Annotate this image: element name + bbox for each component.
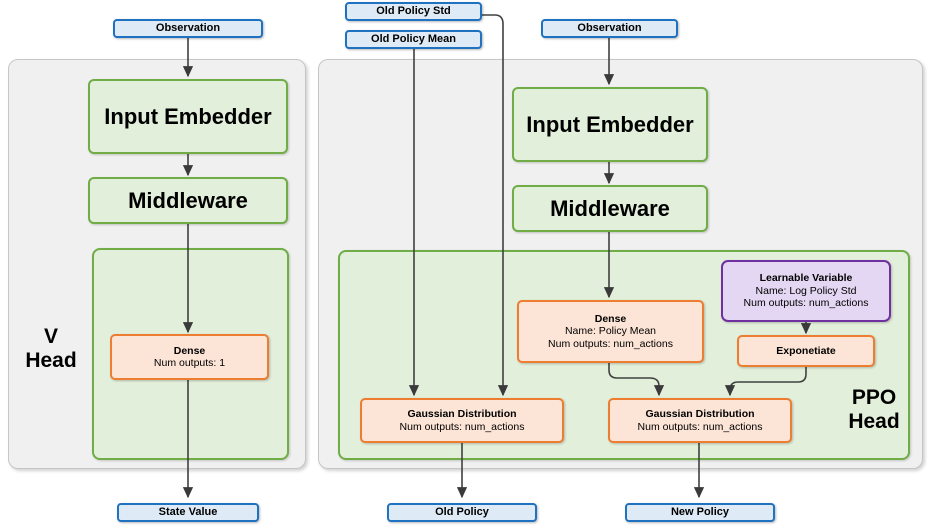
v-dense-line2: Num outputs: 1: [153, 357, 226, 369]
ppo-gaussian-old-title: Gaussian Distribution: [407, 408, 517, 421]
ppo-input-embedder-label: Input Embedder: [526, 111, 694, 137]
ppo-learnable-variable-line2: Name: Log Policy Std: [755, 284, 857, 297]
ppo-learnable-variable-title: Learnable Variable: [759, 272, 853, 285]
ppo-middleware-label: Middleware: [550, 195, 670, 221]
v-input-embedder-label: Input Embedder: [104, 103, 272, 129]
input-old-policy-mean[interactable]: Old Policy Mean: [345, 30, 482, 49]
ppo-gaussian-old-line2: Num outputs: num_actions: [399, 420, 525, 433]
v-head-title: V Head: [25, 325, 77, 373]
ppo-exponetiate-block[interactable]: Exponetiate: [737, 335, 875, 367]
output-state-value[interactable]: State Value: [117, 503, 259, 522]
v-middleware-block[interactable]: Middleware: [88, 177, 288, 224]
ppo-gaussian-new-title: Gaussian Distribution: [645, 408, 755, 421]
output-old-policy[interactable]: Old Policy: [387, 503, 537, 522]
ppo-exponetiate-title: Exponetiate: [776, 344, 836, 357]
ppo-learnable-variable-line3: Num outputs: num_actions: [743, 297, 869, 310]
input-old-policy-mean-label: Old Policy Mean: [371, 33, 456, 46]
output-old-policy-label: Old Policy: [435, 506, 489, 519]
input-old-policy-std-label: Old Policy Std: [376, 5, 451, 18]
input-observation-ppo[interactable]: Observation: [541, 19, 678, 38]
ppo-gaussian-old-block[interactable]: Gaussian Distribution Num outputs: num_a…: [360, 398, 564, 443]
ppo-learnable-variable-block[interactable]: Learnable Variable Name: Log Policy Std …: [721, 260, 891, 322]
input-old-policy-std[interactable]: Old Policy Std: [345, 2, 482, 21]
v-middleware-label: Middleware: [128, 187, 248, 213]
ppo-dense-line2: Name: Policy Mean: [564, 325, 657, 338]
ppo-gaussian-new-block[interactable]: Gaussian Distribution Num outputs: num_a…: [608, 398, 792, 443]
v-dense-block[interactable]: Dense Num outputs: 1: [110, 334, 269, 380]
output-new-policy[interactable]: New Policy: [625, 503, 775, 522]
input-observation-ppo-label: Observation: [577, 22, 642, 35]
ppo-dense-policy-mean-block[interactable]: Dense Name: Policy Mean Num outputs: num…: [517, 300, 704, 363]
ppo-dense-line3: Num outputs: num_actions: [548, 337, 673, 350]
ppo-dense-title: Dense: [594, 312, 627, 325]
ppo-head-title: PPO Head: [848, 386, 900, 434]
input-observation-v[interactable]: Observation: [113, 19, 263, 38]
ppo-gaussian-new-line2: Num outputs: num_actions: [637, 420, 763, 433]
output-state-value-label: State Value: [158, 506, 218, 519]
v-dense-title: Dense: [173, 344, 206, 357]
ppo-input-embedder-block[interactable]: Input Embedder: [512, 87, 708, 162]
input-observation-v-label: Observation: [155, 22, 221, 35]
output-new-policy-label: New Policy: [670, 506, 730, 519]
ppo-middleware-block[interactable]: Middleware: [512, 185, 708, 232]
v-input-embedder-block[interactable]: Input Embedder: [88, 79, 288, 154]
